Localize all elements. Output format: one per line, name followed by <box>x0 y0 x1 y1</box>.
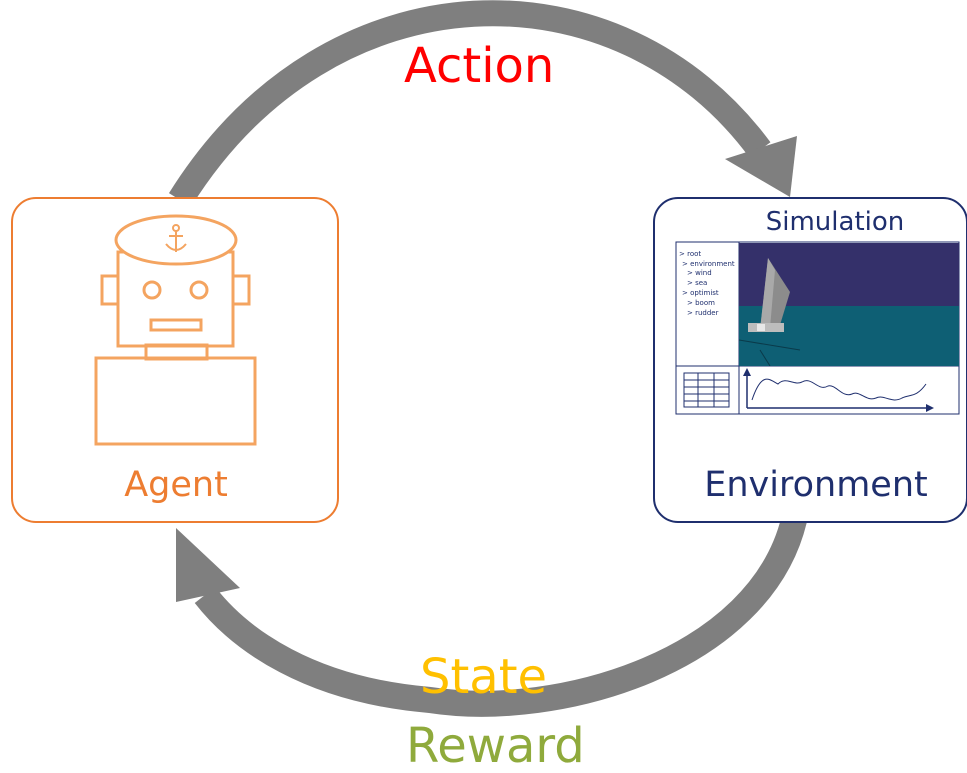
environment-label: Environment <box>704 465 927 505</box>
state-label: State <box>420 649 547 705</box>
tree-item: > environment <box>682 260 735 268</box>
reward-label: Reward <box>406 718 585 773</box>
tree-item: > boom <box>687 299 715 307</box>
agent-label: Agent <box>124 465 228 505</box>
simulation-title: Simulation <box>766 207 905 237</box>
tree-item: > root <box>679 250 701 258</box>
tree-item: > rudder <box>687 309 719 317</box>
line-plot-icon <box>743 368 934 412</box>
cycle-arrows <box>168 0 807 717</box>
top-arrowhead <box>725 136 797 197</box>
action-label: Action <box>404 38 554 94</box>
agent-node: Agent <box>11 197 339 523</box>
tree-view: > root > environment > wind > sea > opti… <box>679 250 735 317</box>
table-icon <box>683 372 730 408</box>
anchor-icon <box>165 224 187 252</box>
simulation-panel: > root > environment > wind > sea > opti… <box>675 241 960 415</box>
robot-captain-icon <box>94 214 257 446</box>
top-arc-arrow <box>168 0 771 207</box>
bottom-arrowhead <box>176 528 240 602</box>
tree-item: > sea <box>687 279 707 287</box>
bottom-arc-arrow <box>194 516 807 717</box>
tree-item: > optimist <box>682 289 719 297</box>
hull-shape <box>748 323 784 332</box>
tree-item: > wind <box>687 269 712 277</box>
environment-node: Simulation > root > environment > wind >… <box>653 197 967 523</box>
sailboat-3d-view <box>739 243 959 366</box>
